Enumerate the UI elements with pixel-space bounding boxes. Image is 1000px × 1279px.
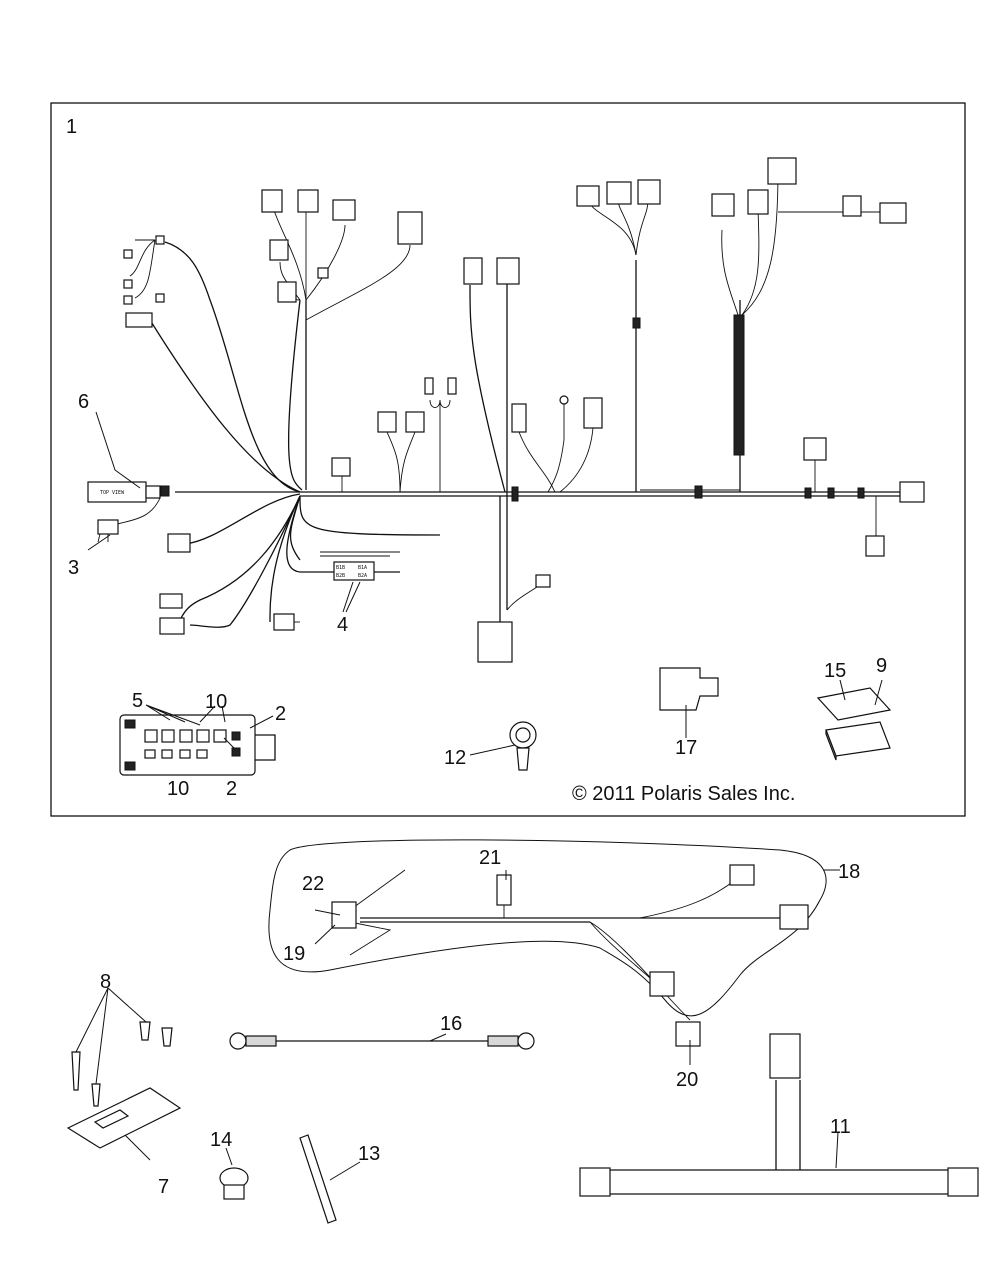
screws — [71, 1021, 173, 1107]
callout-19: 19 — [283, 943, 305, 965]
grommet-clip — [509, 721, 537, 771]
callout-12: 12 — [444, 747, 466, 769]
callout-3: 3 — [68, 557, 79, 579]
copyright-notice: © 2011 Polaris Sales Inc. — [572, 783, 795, 805]
sub-harness — [331, 864, 809, 1047]
connector-upper-left — [125, 312, 153, 328]
sub-harness-outline — [268, 839, 827, 1017]
callout-16: 16 — [440, 1013, 462, 1035]
callout-22: 22 — [302, 873, 324, 895]
callout-leaders — [75, 411, 883, 1181]
callout-17: 17 — [675, 737, 697, 759]
ground-block — [477, 621, 513, 663]
callout-numbers: 1 6 3 4 5 10 2 10 2 12 17 15 9 © 2011 Po… — [66, 116, 887, 1198]
callout-1: 1 — [66, 116, 77, 138]
callout-14: 14 — [210, 1129, 232, 1151]
callout-2-top: 2 — [275, 703, 286, 725]
label-and-box — [816, 687, 892, 761]
callout-10-top: 10 — [205, 691, 227, 713]
callout-2-bottom: 2 — [226, 778, 237, 800]
callout-11: 11 — [830, 1116, 851, 1138]
fuse-relay-box — [119, 714, 276, 776]
terminal-boot — [659, 667, 719, 711]
main-harness-frame — [50, 102, 966, 817]
module-tag: TOP VIEW — [100, 490, 125, 496]
callout-8: 8 — [100, 971, 111, 993]
callout-13: 13 — [358, 1143, 380, 1165]
callout-15: 15 — [824, 660, 846, 682]
corrugated-harness — [579, 1033, 979, 1197]
fuse-strip — [333, 561, 375, 581]
mounting-bracket — [66, 1087, 182, 1149]
callout-21: 21 — [479, 847, 501, 869]
callout-10-bottom: 10 — [167, 778, 189, 800]
ground-cable — [229, 1032, 535, 1050]
harness-clip — [219, 1167, 249, 1200]
callout-9: 9 — [876, 655, 887, 677]
connector-right-end — [899, 481, 925, 503]
connector-3 — [97, 519, 119, 535]
callout-18: 18 — [838, 861, 860, 883]
callout-20: 20 — [676, 1069, 698, 1091]
main-wiring-harness: TOP VIEW — [87, 157, 925, 663]
fuse-b1a: B1A — [358, 565, 367, 571]
fuse-b1b: B1B — [336, 565, 345, 571]
callout-5: 5 — [132, 690, 143, 712]
callout-4: 4 — [337, 614, 348, 636]
fuse-b2a: B2A — [358, 573, 367, 579]
callout-6: 6 — [78, 391, 89, 413]
cable-tie — [299, 1134, 337, 1224]
fuse-b2b: B2B — [336, 573, 345, 579]
callout-7: 7 — [158, 1176, 169, 1198]
